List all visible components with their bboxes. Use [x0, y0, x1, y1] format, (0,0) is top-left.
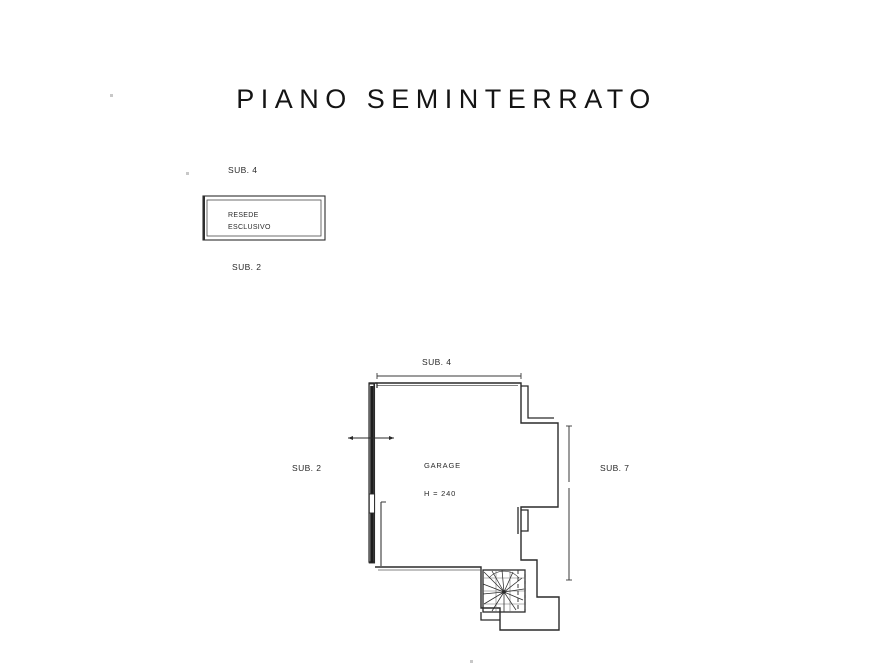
bottom-extension-outline: [480, 612, 500, 621]
main-plan-label-sub2: SUB. 2: [292, 463, 322, 473]
section-arrow-head-left: [348, 436, 353, 440]
garage-interior-outline: [375, 382, 560, 631]
room-height-value: H = 240: [424, 489, 457, 498]
scan-speck: [110, 94, 113, 97]
section-arrow-head-right: [389, 436, 394, 440]
upper-block-outer-rect: [202, 195, 326, 241]
upper-block-shape: [202, 195, 326, 241]
scan-speck: [470, 660, 473, 663]
stair-tread: [483, 571, 505, 593]
stair-tread: [503, 577, 523, 593]
stair-tread: [503, 591, 524, 601]
stair-tread: [482, 591, 505, 595]
upper-block-inner-rect: [206, 199, 322, 237]
spiral-staircase-icon: [482, 569, 525, 612]
left-wall-outline: [368, 383, 376, 564]
left-wall-door-opening: [368, 493, 376, 514]
stair-tread: [503, 591, 517, 611]
corner-stub-path: [369, 382, 378, 388]
main-plan-label-sub7: SUB. 7: [600, 463, 630, 473]
left-wall-segment-upper: [370, 386, 374, 494]
stair-tread: [503, 571, 514, 593]
upper-block-label-sub2: SUB. 2: [232, 262, 262, 272]
stair-sweep-arc: [488, 570, 520, 579]
top-dimension-line: [376, 373, 522, 379]
resede-text-line1: RESEDE: [228, 212, 259, 219]
garage-outline-path: [375, 382, 560, 631]
stair-tread: [491, 570, 505, 593]
page-title: PIANO SEMINTERRATO: [236, 84, 657, 114]
stair-tread: [501, 569, 505, 593]
main-plan-label-sub4: SUB. 4: [422, 357, 452, 367]
bottom-extension-path: [480, 612, 500, 621]
stair-center-pivot: [502, 590, 506, 594]
stair-tread: [483, 591, 505, 605]
top-left-corner-stub: [369, 382, 378, 388]
upper-block-label-sub4: SUB. 4: [228, 165, 258, 175]
resede-text-line2: ESCLUSIVO: [228, 224, 271, 231]
right-middle-notch: [517, 507, 529, 534]
stair-tread: [482, 583, 505, 593]
right-upper-notch-path: [521, 385, 554, 419]
left-wall-segment-lower: [370, 513, 374, 563]
stair-dashed-lines: [517, 570, 526, 612]
stair-tread: [491, 591, 505, 612]
left-wall-assembly: [368, 383, 376, 564]
horizontal-section-arrow: [348, 436, 394, 440]
right-upper-notch: [521, 385, 554, 419]
stair-tread: [503, 588, 525, 593]
scan-speck: [186, 172, 189, 175]
right-middle-notch-path: [521, 509, 529, 532]
room-name-garage: GARAGE: [424, 461, 461, 470]
right-dimension-line: [566, 425, 572, 581]
